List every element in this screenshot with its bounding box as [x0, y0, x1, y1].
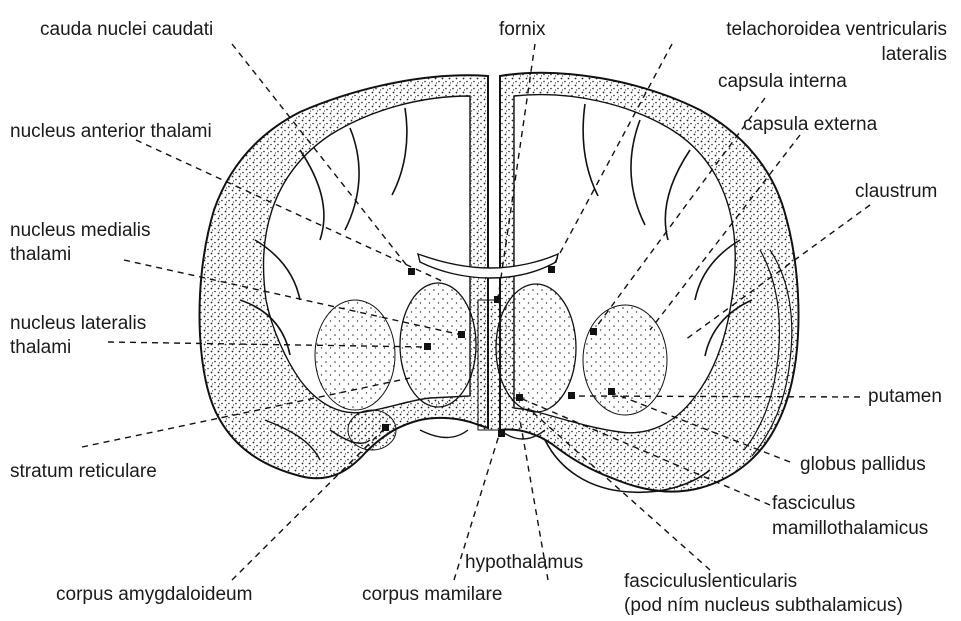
left-hemisphere — [200, 75, 488, 478]
label-nucleus-medialis-line2: thalami — [10, 244, 71, 266]
label-stratum-reticulare: stratum reticulare — [10, 461, 157, 483]
label-cauda-nuclei-caudati: cauda nuclei caudati — [40, 19, 213, 41]
label-nucleus-lateralis-line2: thalami — [10, 337, 71, 359]
label-corpus-amygdaloideum: corpus amygdaloideum — [56, 584, 252, 606]
label-telachoroidea-line1: telachoroidea ventricularis — [726, 19, 947, 41]
label-nucleus-medialis-line1: nucleus medialis — [10, 220, 150, 242]
label-claustrum: claustrum — [855, 181, 937, 203]
label-capsula-interna: capsula interna — [718, 71, 847, 93]
label-corpus-mamilare: corpus mamilare — [362, 584, 502, 606]
label-fasciculus-mam-line2: mamillothalamicus — [772, 518, 928, 540]
label-nucleus-anterior-thalami: nucleus anterior thalami — [10, 121, 212, 143]
label-fasciculus-lent-line1: fasciculuslenticularis — [624, 571, 797, 593]
label-telachoroidea-line2: lateralis — [882, 44, 947, 66]
label-fasciculus-mam-line1: fasciculus — [772, 493, 855, 515]
label-hypothalamus: hypothalamus — [465, 552, 583, 574]
label-fasciculus-lent-line2: (pod ním nucleus subthalamicus) — [624, 595, 903, 617]
label-putamen: putamen — [868, 386, 942, 408]
label-fornix: fornix — [499, 19, 545, 41]
label-globus-pallidus: globus pallidus — [800, 454, 926, 476]
label-nucleus-lateralis-line1: nucleus lateralis — [10, 313, 146, 335]
label-capsula-externa: capsula externa — [743, 114, 877, 136]
